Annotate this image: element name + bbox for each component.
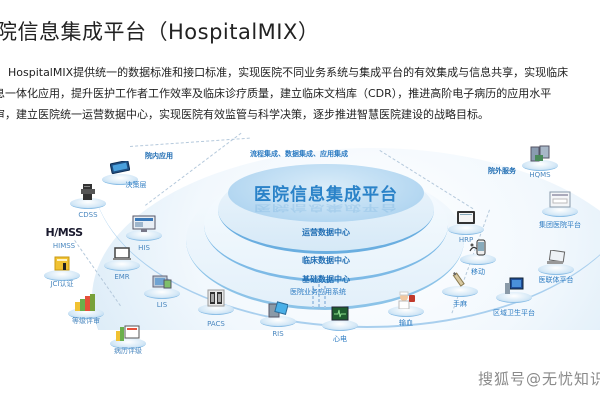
xray-icon — [206, 288, 226, 308]
node-disk — [522, 160, 558, 171]
tier-label-clinical: 临床数据中心 — [302, 256, 350, 265]
section-label-external: 院外服务 — [488, 167, 516, 175]
node-label: CDSS — [78, 211, 98, 219]
document-chart-icon — [115, 322, 141, 342]
node-label: HIMSS — [52, 242, 76, 250]
watermark: 搜狐号@无忧知识 — [477, 370, 600, 388]
node-disk — [388, 306, 424, 317]
flow-arrow-icon — [318, 284, 320, 310]
node-label: LIS — [156, 301, 168, 309]
node-label: 输血 — [399, 319, 413, 327]
platform-title: 医院信息集成平台 — [254, 185, 398, 205]
platform-disk — [228, 164, 424, 222]
node-label: 病历评级 — [114, 347, 142, 355]
node-label: JCI认证 — [50, 280, 74, 288]
node-disk — [538, 264, 574, 275]
platform-title-reflection: 医院信息集成平台 — [254, 202, 398, 213]
business-systems-label: 医院业务应用系统 — [290, 288, 346, 296]
node-disk — [260, 316, 296, 327]
node-disk — [110, 338, 146, 349]
intro-line: HospitalMIX提供统一的数据标准和接口标准，实现医院不同业务系统与集成平… — [0, 66, 569, 79]
laptop-icon — [110, 158, 130, 178]
node-label: 区域卫生平台 — [493, 309, 535, 317]
node-label: EMR — [114, 273, 130, 281]
intro-line: 审，建立医院统一运营数据中心，实现医院有效监管与科学决策，逐步推进智慧医院建设的… — [0, 108, 489, 121]
node-disk — [104, 260, 140, 271]
node-label: PACS — [207, 320, 225, 328]
server-cluster-icon — [530, 144, 550, 164]
laptop-icon — [546, 248, 566, 268]
node-disk — [144, 288, 180, 299]
node-label: 决策层 — [125, 181, 147, 189]
laptop-icon — [112, 244, 132, 264]
node-disk — [102, 174, 138, 185]
integration-diagram: 院内应用 院外服务 流程集成、数据集成、应用集成 医院信息集成平台 医院信息集成… — [0, 130, 600, 360]
node-label: HQMS — [529, 171, 551, 179]
integration-label: 流程集成、数据集成、应用集成 — [250, 150, 348, 158]
workstation-icon — [504, 276, 524, 296]
tier-label-base: 基础数据中心 — [302, 275, 350, 284]
doctor-icon — [396, 290, 416, 310]
node-disk — [70, 198, 106, 209]
node-label: 心电 — [333, 335, 347, 343]
certificate-icon — [52, 254, 72, 274]
node-label: HRP — [458, 236, 474, 244]
monitor-icon — [132, 214, 156, 234]
node-label: 移动 — [471, 268, 485, 276]
node-disk — [442, 286, 478, 297]
node-disk — [198, 304, 234, 315]
node-disk — [496, 292, 532, 303]
node-label: RIS — [272, 330, 284, 338]
node-disk — [126, 230, 162, 241]
bar-blocks-icon — [74, 292, 98, 312]
node-label: HIS — [138, 244, 150, 252]
flow-arrow-icon — [324, 286, 326, 308]
node-disk — [68, 308, 104, 319]
node-disk — [44, 270, 80, 281]
page-title: 院信息集成平台（HospitalMIX） — [0, 20, 320, 44]
dashboard-icon — [549, 190, 571, 210]
node-disk — [460, 254, 496, 265]
flow-arrow-icon — [312, 286, 314, 308]
node-label: 集团医院平台 — [539, 221, 581, 229]
syringe-icon — [450, 270, 470, 290]
scanner-icon — [268, 300, 288, 320]
tier-label-operation: 运营数据中心 — [302, 228, 350, 237]
intro-line: 息一体化应用，提升医护工作者工作效率及临床诊疗质量，建立临床文档库（CDR），推… — [0, 87, 552, 100]
node-label: 手麻 — [453, 300, 467, 308]
node-label: 等级评审 — [72, 317, 100, 325]
node-disk — [322, 320, 358, 331]
tablet-icon — [456, 208, 476, 228]
himss-logo-icon: H/MSS — [45, 225, 83, 239]
ecg-monitor-icon — [330, 304, 350, 324]
server-icon — [78, 182, 98, 202]
intro-paragraph: HospitalMIX提供统一的数据标准和接口标准，实现医院不同业务系统与集成平… — [0, 62, 600, 125]
lab-monitor-icon — [152, 272, 172, 292]
mobile-device-icon — [468, 238, 488, 258]
section-label-internal: 院内应用 — [145, 152, 173, 160]
node-disk — [542, 206, 578, 217]
node-disk — [448, 224, 484, 235]
node-label: 医联体平台 — [538, 276, 574, 284]
